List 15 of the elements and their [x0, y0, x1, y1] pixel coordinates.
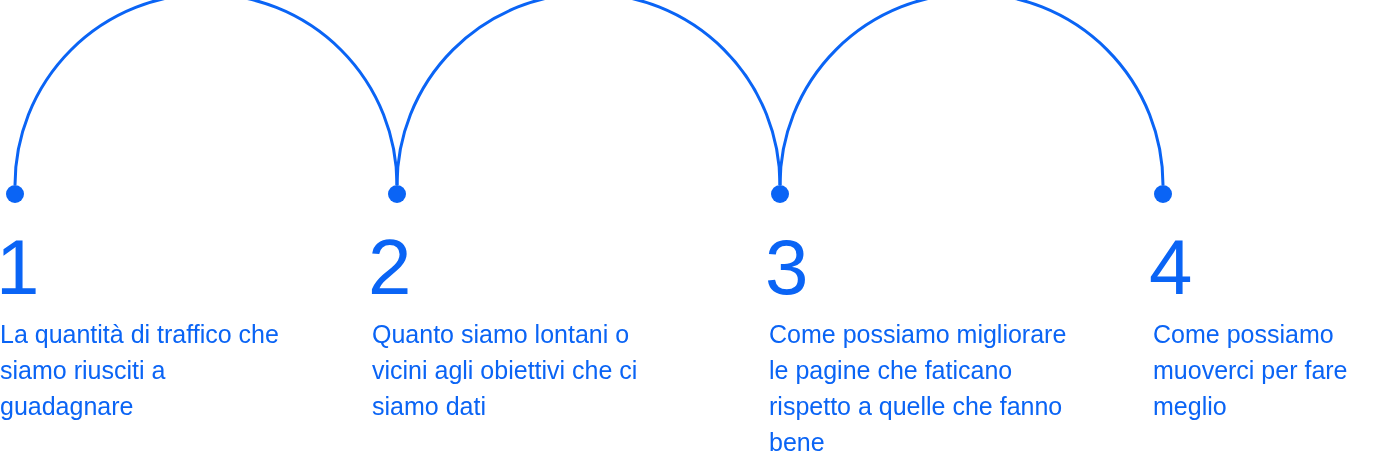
step-description: Come possiamo migliorare le pagine che faticano rispetto a quelle che fanno bene	[769, 319, 1068, 458]
step-description: La quantità di traffico che siamo riusciti a guadagnare	[0, 319, 280, 422]
arc-connector	[778, 0, 1165, 186]
step-number: 2	[368, 228, 412, 306]
step-description: Quanto siamo lontani o vicini agli obiettivi che ci siamo dati	[372, 319, 639, 422]
step-number: 4	[1149, 228, 1193, 306]
dot-marker	[1154, 185, 1172, 203]
step-number: 3	[765, 228, 809, 306]
dot-marker	[6, 185, 24, 203]
arc-connector	[395, 0, 782, 186]
arc-connector	[13, 0, 399, 186]
dot-marker	[771, 185, 789, 203]
step-description: Come possiamo muoverci per fare meglio	[1153, 319, 1349, 422]
step-number: 1	[0, 228, 40, 306]
dot-marker	[388, 185, 406, 203]
